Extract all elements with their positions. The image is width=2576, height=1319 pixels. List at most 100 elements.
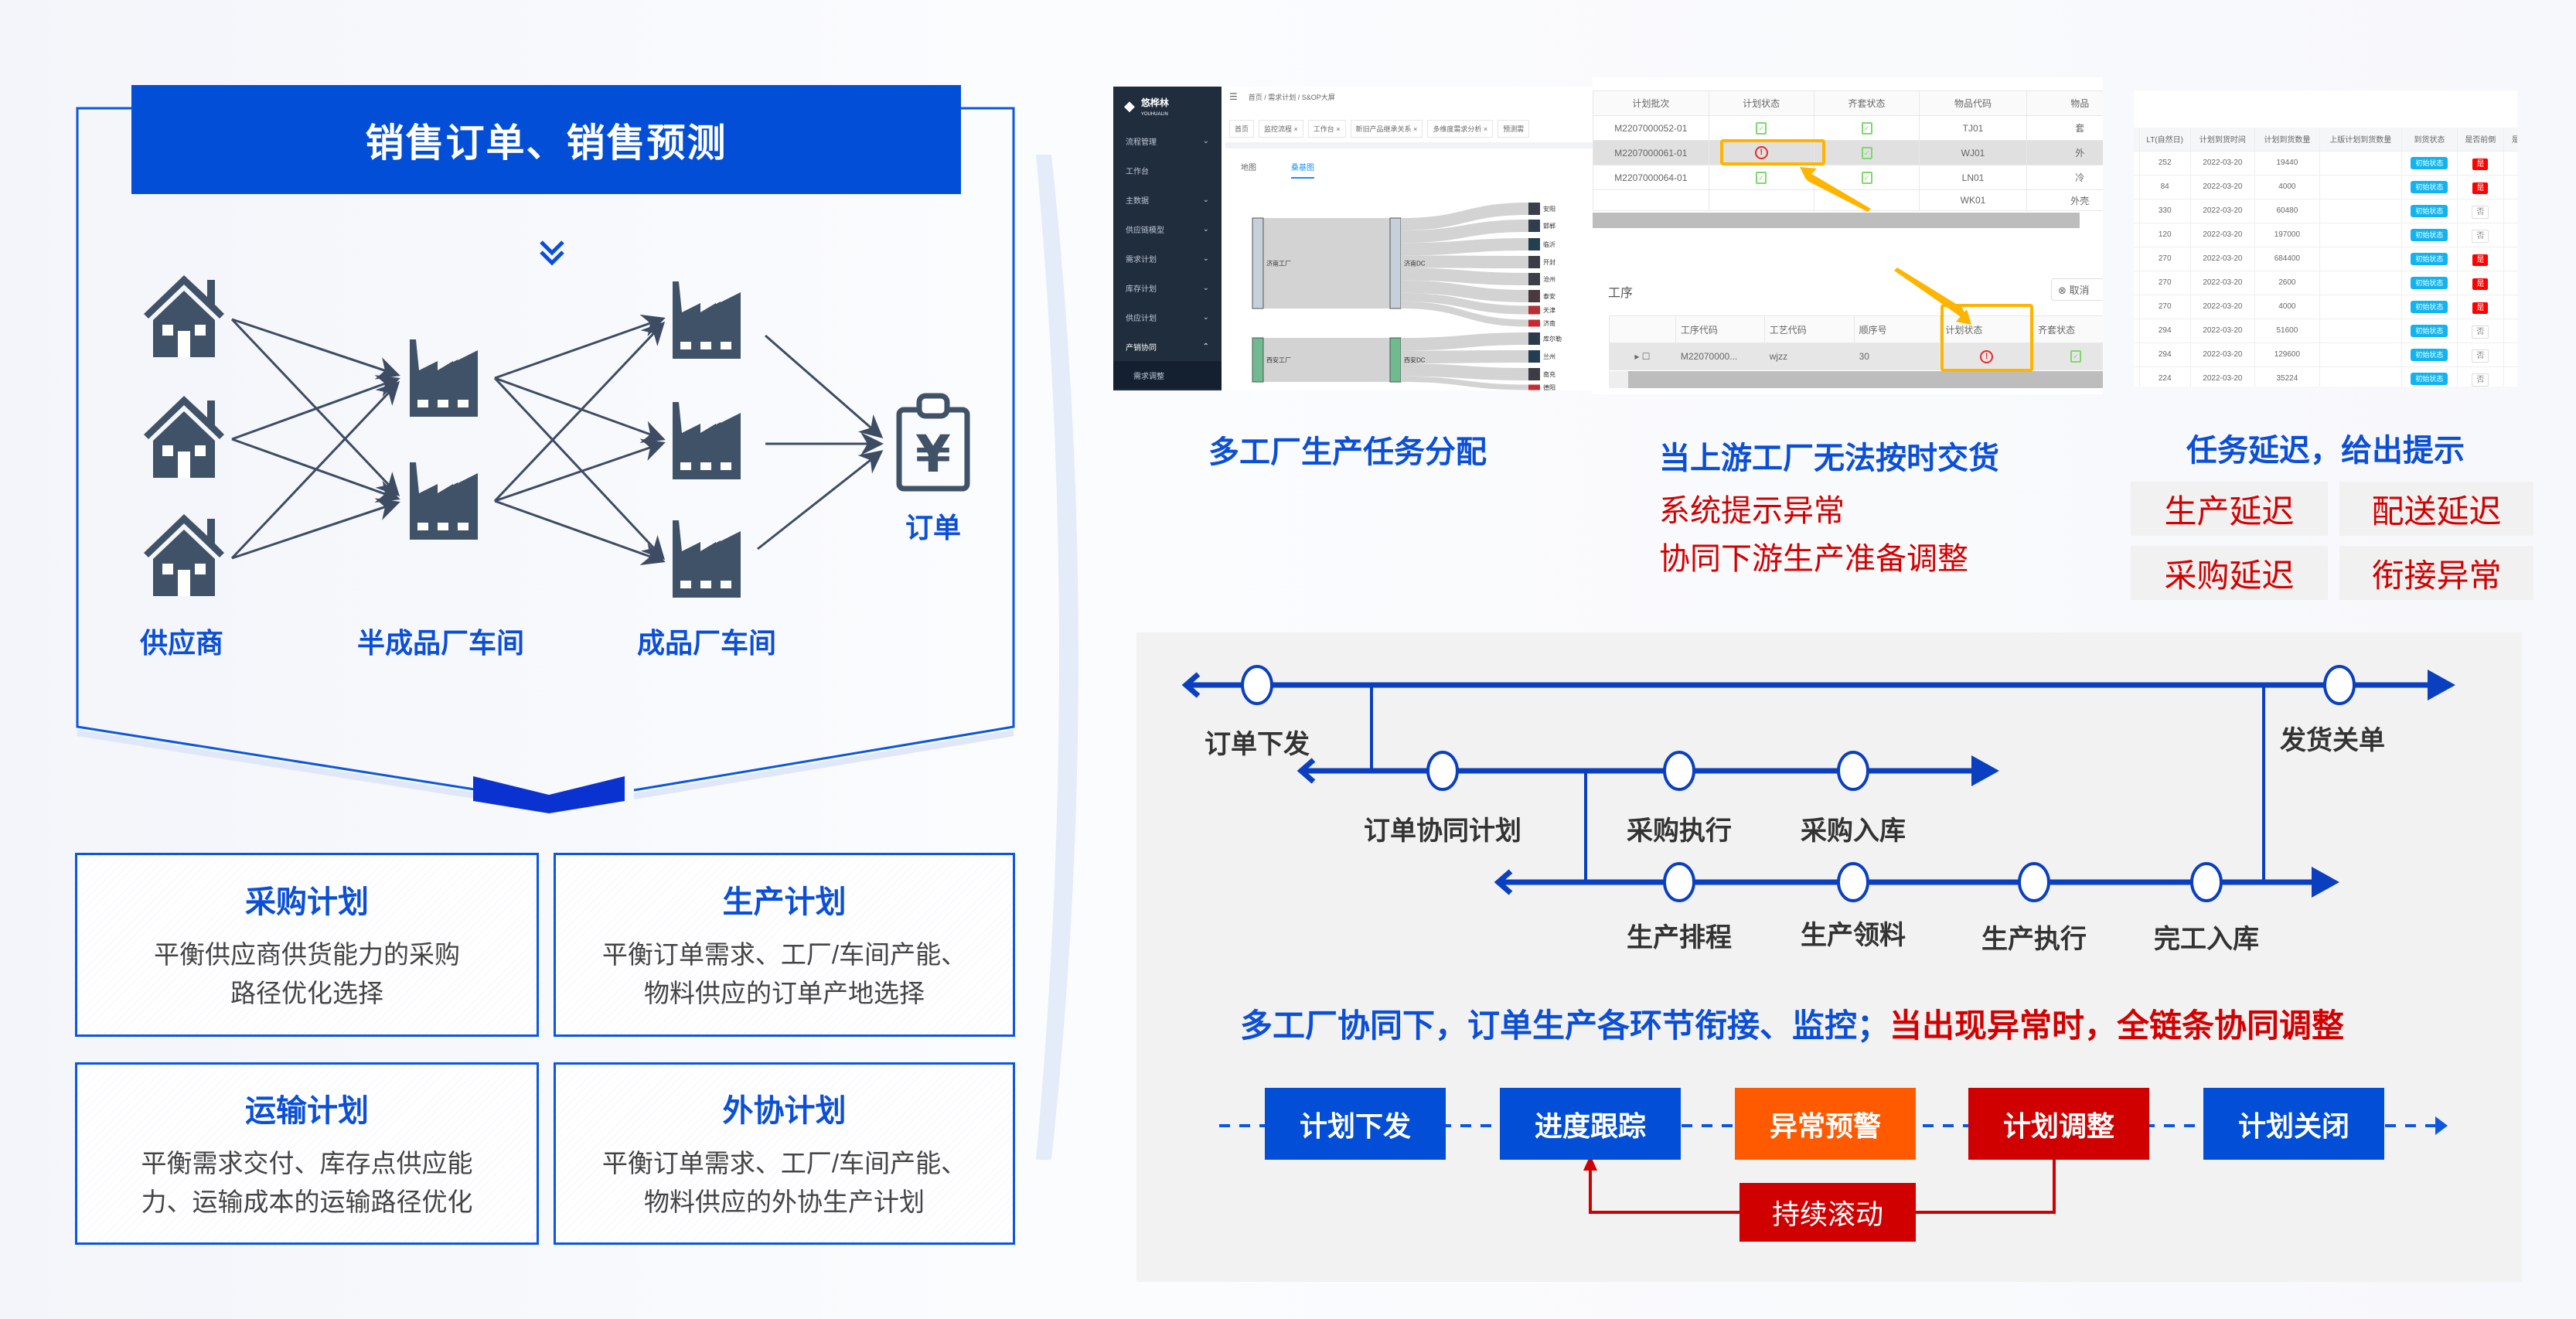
cancel-button[interactable]: ⊗ 取消 xyxy=(2051,278,2103,301)
cancel-icon: ⊗ xyxy=(2058,285,2070,296)
menu-item[interactable]: 主数据⌄ xyxy=(1113,185,1222,214)
tab-map[interactable]: 地图 xyxy=(1241,164,1256,172)
column-header[interactable]: 是否 xyxy=(2503,128,2517,152)
menu-item[interactable]: 产销协同⌃ xyxy=(1113,332,1222,361)
select-all-checkbox[interactable] xyxy=(1609,315,1676,343)
horizontal-scrollbar[interactable] xyxy=(1593,213,2080,228)
sankey-link xyxy=(1401,376,1528,390)
logo-subtext: YOUHUALIN xyxy=(1140,112,1168,117)
outsourcing-plan-card: 外协计划 平衡订单需求、工厂/车间产能、 物料供应的外协生产计划 xyxy=(554,1062,1015,1245)
card-desc-line: 路径优化选择 xyxy=(230,979,383,1007)
sankey-target-node xyxy=(1528,305,1540,315)
cell xyxy=(2134,295,2140,319)
sankey-dc-label: 西安DC xyxy=(1404,356,1426,364)
cell xyxy=(2319,247,2402,271)
sankey-dc-node xyxy=(1389,337,1402,383)
menu-item-demand-adjust[interactable]: 需求调整 xyxy=(1113,361,1222,389)
column-header[interactable]: 计划到货数量 xyxy=(2254,128,2320,152)
sankey-source-node xyxy=(1252,337,1264,383)
app-tab[interactable]: 工作台 × xyxy=(1307,120,1346,138)
column-header[interactable]: 计划状态 xyxy=(1940,315,2034,343)
status-badge: 初始状态 xyxy=(2411,205,2448,217)
calendar-check-icon: ✓ xyxy=(1861,146,1872,159)
tag-handover-exception: 衔接异常 xyxy=(2339,546,2533,600)
column-header[interactable]: 计划到货时间 xyxy=(2190,128,2256,152)
cell xyxy=(2134,319,2140,343)
advance-cell: 否 xyxy=(2457,366,2504,387)
transport-plan-card: 运输计划 平衡需求交付、库存点供应能 力、运输成本的运输路径优化 xyxy=(75,1062,539,1245)
menu-label: 流程管理 xyxy=(1126,138,1157,147)
column-header[interactable]: 工序代码 xyxy=(1675,315,1765,343)
app-tab[interactable]: 监控流程 × xyxy=(1259,120,1303,138)
column-header[interactable]: 是否前倒 xyxy=(2457,128,2504,152)
cell xyxy=(2319,295,2402,319)
column-header[interactable]: 顺序号 xyxy=(1853,315,1941,343)
operation-scrollbar[interactable] xyxy=(1609,371,2103,388)
app-tab[interactable]: 预测需 xyxy=(1498,120,1530,138)
card-title: 运输计划 xyxy=(245,1094,369,1128)
calendar-check-icon: ✓ xyxy=(1756,121,1767,135)
advance-cell: 是 xyxy=(2457,247,2504,271)
menu-item[interactable]: 供应计划⌄ xyxy=(1113,302,1222,332)
app-tab[interactable]: 首页 xyxy=(1229,120,1255,138)
menu-label: 供应链模型 xyxy=(1126,226,1164,235)
status-badge: 初始状态 xyxy=(2411,277,2448,289)
column-header[interactable]: 物品 xyxy=(2026,90,2103,116)
cell: 2022-03-20 xyxy=(2190,247,2256,271)
column-header[interactable]: 计划批次 xyxy=(1593,90,1709,116)
kit-status-cell: ✓ xyxy=(2033,343,2103,370)
caption-upstream-line: 系统提示异常 xyxy=(1659,494,1845,528)
tag-delivery-delay: 配送延迟 xyxy=(2339,482,2533,536)
yes-no-badge: 是 xyxy=(2472,158,2489,170)
column-header[interactable]: 齐套状态 xyxy=(2033,315,2103,343)
sankey-link xyxy=(1401,220,1528,244)
calendar-check-icon: ✓ xyxy=(1861,121,1872,135)
card-title: 采购计划 xyxy=(245,885,369,919)
chevron-icon: ⌄ xyxy=(1202,283,1209,292)
column-header[interactable]: 计划状态 xyxy=(1708,90,1814,116)
section-title: 工序 xyxy=(1608,287,1634,300)
sankey-target-node xyxy=(1528,332,1540,345)
column-header[interactable]: 上版计划到货数量 xyxy=(2319,128,2402,152)
column-header[interactable]: 到货状态 xyxy=(2401,128,2458,152)
menu-item[interactable]: 供应链模型⌄ xyxy=(1113,214,1222,244)
cell: 2022-03-20 xyxy=(2190,366,2256,387)
view-tabs: 地图 桑基图 xyxy=(1241,161,1314,179)
app-tab[interactable]: 新旧产品继承关系 × xyxy=(1350,120,1423,138)
status-badge: 初始状态 xyxy=(2411,229,2448,241)
app-tab[interactable]: 多维度需求分析 × xyxy=(1427,120,1494,138)
menu-toggle-icon[interactable]: ☰ xyxy=(1229,91,1238,102)
status-badge: 初始状态 xyxy=(2411,181,2448,193)
chevron-icon: ⌃ xyxy=(1202,342,1209,351)
menu-item[interactable]: 工作台 xyxy=(1113,155,1222,185)
status-badge: 初始状态 xyxy=(2411,157,2448,169)
column-header[interactable]: LT(自然日) xyxy=(2139,128,2191,152)
status-badge: 初始状态 xyxy=(2411,301,2448,313)
cell: 35224 xyxy=(2254,366,2320,387)
menu-item[interactable]: 库存计划⌄ xyxy=(1113,273,1222,302)
advance-cell: 否 xyxy=(2457,319,2504,343)
column-header[interactable] xyxy=(2134,128,2140,152)
sankey-dc-node xyxy=(1389,217,1402,309)
sankey-target-label: 济南 xyxy=(1543,319,1555,327)
tab-sankey[interactable]: 桑基图 xyxy=(1291,161,1314,179)
cell: 4000 xyxy=(2254,295,2320,319)
menu-item[interactable]: 需求计划⌄ xyxy=(1113,244,1222,273)
menu-item[interactable]: 流程管理⌄ xyxy=(1113,126,1222,155)
card-desc-line: 平衡需求交付、库存点供应能 xyxy=(141,1149,473,1178)
cell: 224 xyxy=(2139,366,2191,387)
plan-status-cell: ! xyxy=(1708,140,1814,165)
sankey-dc-label: 济南DC xyxy=(1404,260,1426,268)
